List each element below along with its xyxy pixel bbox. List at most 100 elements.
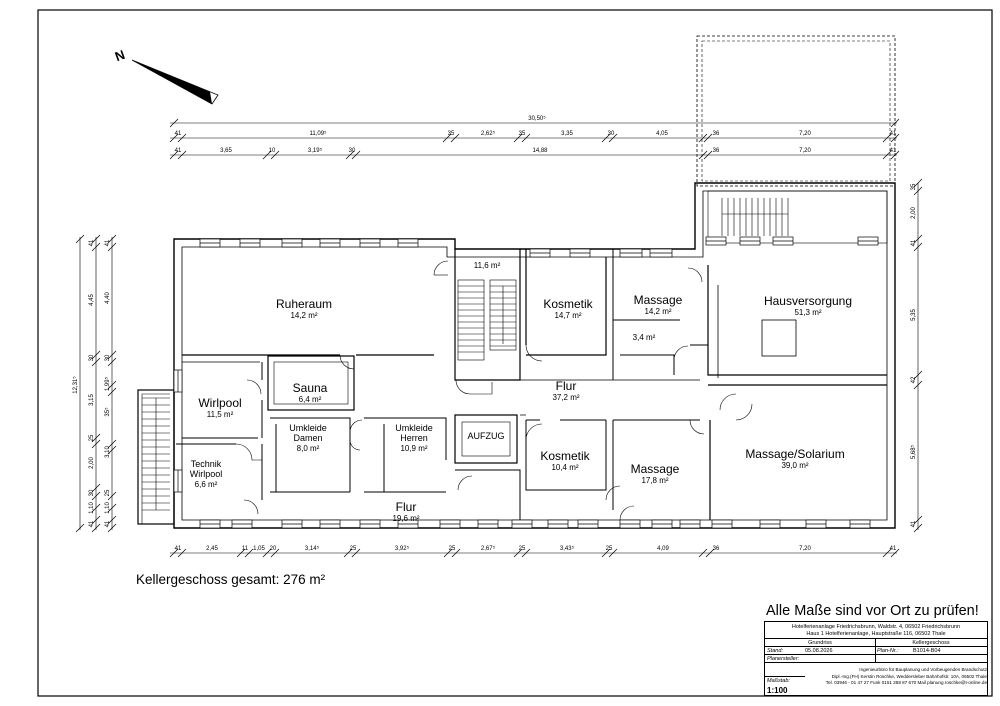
dim-label: 5,68⁵ (910, 444, 917, 459)
dim-label: 3,43⁵ (560, 545, 575, 552)
dim-label: 4,40 (105, 292, 111, 304)
dim-label: 35⁵ (104, 407, 111, 417)
room-name: Wirlpool (198, 396, 241, 410)
dim-label: 2,67⁵ (481, 545, 496, 552)
dim-label: 41 (175, 131, 182, 137)
room-name: Kosmetik (543, 297, 593, 311)
massstab-label: Maßstab: (767, 678, 790, 684)
dim-label: 1,10 (105, 502, 111, 514)
room-name: Massage (631, 462, 680, 476)
room-name: Massage (634, 293, 683, 307)
dim-label: 7,20 (799, 546, 811, 552)
office-line2: Dipl.-Ing.(FH) Kerstin Roschke, Weddersl… (831, 674, 987, 679)
dim-label: 35 (519, 131, 526, 137)
dim-label: 41 (890, 546, 897, 552)
dim-label: 25 (606, 546, 613, 552)
dim-label: 25 (105, 489, 111, 496)
dim-label: 30 (608, 131, 615, 137)
room-name: Technik (191, 459, 222, 469)
dim-label: 41 (890, 131, 897, 137)
room-area: 19,6 m² (392, 514, 419, 523)
dim-left-overall: 12,31⁵ (72, 376, 79, 394)
room-area: 8,0 m² (297, 444, 320, 453)
room-area: 51,3 m² (794, 308, 821, 317)
dim-label: 10 (269, 148, 276, 154)
room-area: 3,4 m² (633, 333, 656, 342)
room-area: 11,5 m² (207, 410, 234, 419)
room-area: 37,2 m² (552, 393, 579, 402)
room-name: Ruheraum (276, 297, 332, 311)
dim-label: 41 (89, 520, 95, 527)
dim-label: 2,62⁵ (481, 130, 496, 137)
plan-nr-value: B1014-B04 (913, 648, 941, 654)
dim-label: 1,10 (89, 502, 95, 514)
dim-label: 2,00 (89, 457, 95, 469)
dim-label: 41 (175, 148, 182, 154)
dim-label: 36 (713, 148, 720, 154)
dim-label: 11 (242, 546, 249, 552)
dim-label: 1,99⁵ (104, 376, 111, 391)
room-area: 14,2 m² (290, 311, 317, 320)
walls (137, 182, 896, 529)
dim-label: 36 (713, 546, 720, 552)
dim-label: 25 (89, 434, 95, 441)
dim-label: 1,05 (253, 546, 265, 552)
dim-label: 25 (350, 546, 357, 552)
room-area: 6,6 m² (195, 480, 218, 489)
dim-label: 3,92⁵ (395, 545, 410, 552)
project-line2: Haus 1 Hotelferienanlage, Hauptstraße 11… (806, 631, 946, 637)
planer-label: Planersteller: (767, 656, 800, 662)
dim-label: 2,00 (911, 207, 917, 219)
dim-label: 2,45 (206, 546, 218, 552)
stand-value: 05.08.2026 (805, 648, 833, 654)
room-name: Flur (396, 500, 417, 514)
dim-label: 30 (89, 354, 95, 361)
office-line1: Ingenieurbüro für Bauplanung und Vorbeug… (859, 667, 987, 672)
room-name: AUFZUG (468, 431, 505, 441)
warning-label: Alle Maße sind vor Ort zu prüfen! (766, 603, 979, 619)
room-area: 17,8 m² (641, 476, 668, 485)
room-area: 10,9 m² (400, 444, 427, 453)
door-swings (235, 260, 753, 521)
stair-hatch-top (721, 198, 789, 236)
drawing-frame (37, 9, 993, 697)
room-area: 6,4 m² (299, 395, 322, 404)
dim-label: 4,45 (89, 294, 95, 306)
terrace-outline (696, 35, 896, 187)
dim-label: 11,09⁵ (309, 130, 327, 137)
project-line1: Hotelferienanlage Friedrichsbrunn, Walds… (791, 624, 961, 630)
room-name: Massage/Solarium (745, 447, 844, 461)
room-area: 10,4 m² (551, 463, 578, 472)
dim-label: 41 (105, 520, 111, 527)
dim-label: 3,35 (561, 131, 573, 137)
room-stair-hall: 11,6 m² (474, 261, 501, 270)
dim-label: 35 (448, 131, 455, 137)
room-area: 11,6 m² (474, 261, 501, 270)
dim-label: 3,14⁵ (305, 545, 320, 552)
room-name: Umkleide (289, 423, 327, 433)
room-aufzug: AUFZUG (468, 431, 505, 441)
dim-label: 41 (890, 148, 897, 154)
dim-label: 41 (105, 239, 111, 246)
dimension-lines (79, 122, 919, 554)
dim-label: 3,65 (220, 148, 232, 154)
total-area-label: Kellergeschoss gesamt: 276 m² (136, 572, 326, 587)
room-area: 39,0 m² (781, 461, 808, 470)
dim-label: 36 (713, 131, 720, 137)
drawing-type: Grundriss (808, 640, 832, 646)
room-name: Umkleide (395, 423, 433, 433)
